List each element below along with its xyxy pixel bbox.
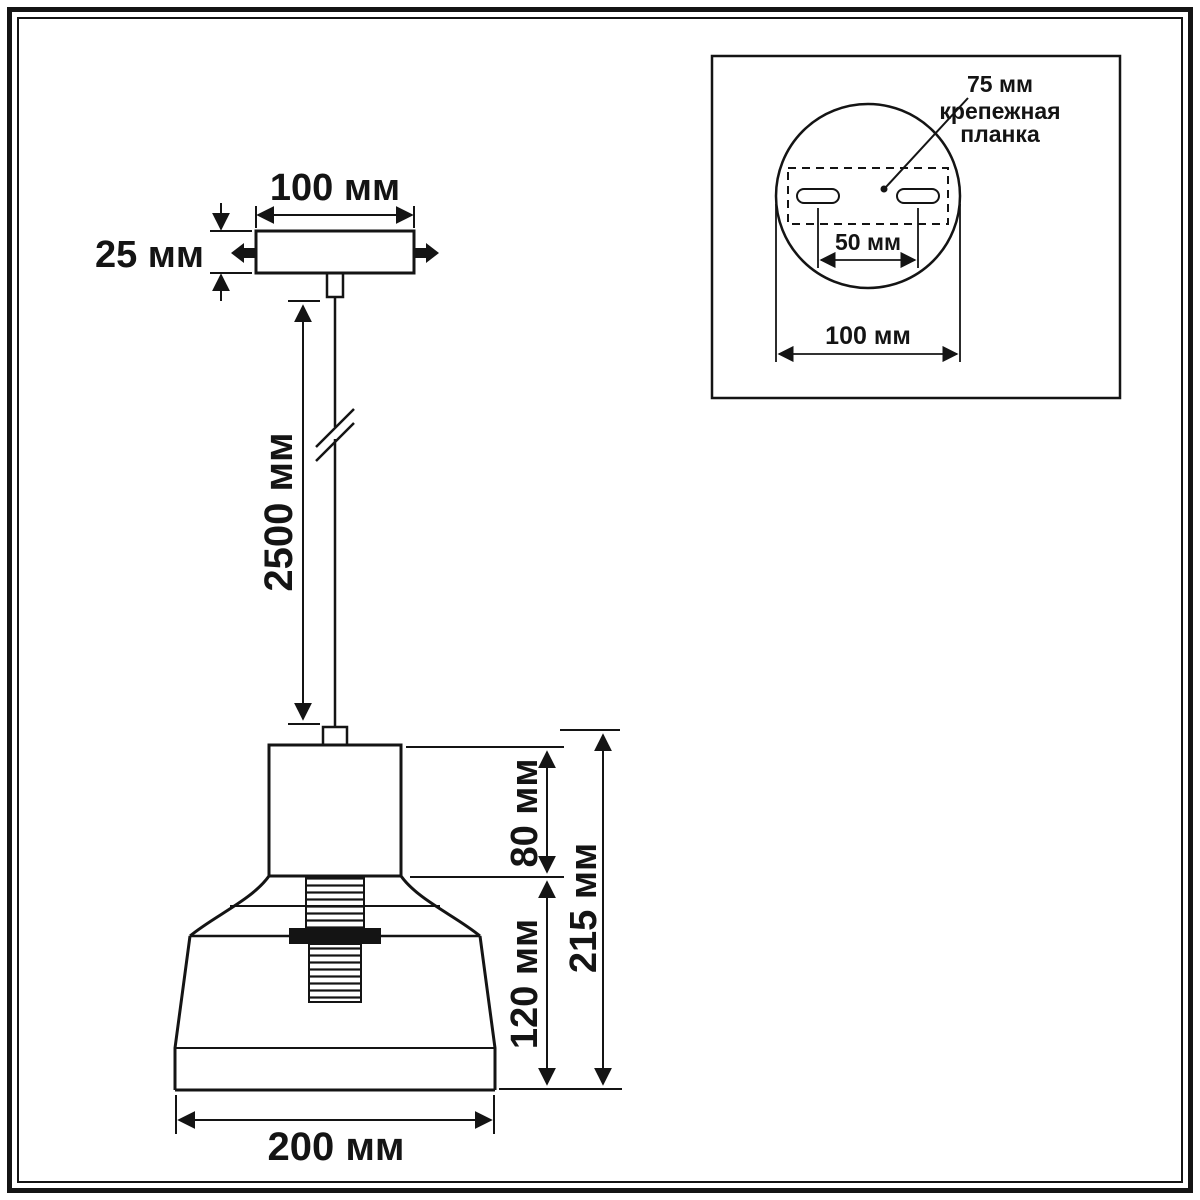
inset-box <box>710 54 1122 400</box>
cord-grip <box>325 271 345 299</box>
mounting-plate-inset: 75 мм крепежная планка 50 мм 100 мм <box>710 54 1122 400</box>
socket-lower <box>308 943 362 1003</box>
mount-slot-left <box>796 188 840 204</box>
cable-length-label: 2500 мм <box>257 432 301 591</box>
socket-upper <box>305 877 365 929</box>
socket-ring <box>289 928 381 944</box>
shade-width-label: 200 мм <box>267 1125 404 1169</box>
ceiling-canopy <box>254 229 416 275</box>
plate-leader-line <box>885 97 969 188</box>
plate-name-line1: крепежная <box>939 98 1060 124</box>
canopy-bolt-left <box>231 243 256 263</box>
pendant-lamp-side-view <box>173 229 497 1092</box>
canopy-height-label: 25 мм <box>95 234 204 276</box>
shade-height-label: 120 мм <box>504 919 546 1049</box>
lamp-nipple <box>321 725 349 747</box>
mount-slot-right <box>896 188 940 204</box>
canopy-bolt-right <box>414 243 439 263</box>
plate-center-dot <box>880 185 888 193</box>
lamp-body-cylinder <box>267 743 403 878</box>
shade-flare-right <box>399 875 481 938</box>
shade-flare-left <box>189 875 271 938</box>
shade-side-right <box>478 935 497 1090</box>
canopy-width-label: 100 мм <box>270 167 400 209</box>
ceiling-cup-circle <box>774 102 962 290</box>
plate-name-line2: планка <box>960 121 1040 147</box>
shade-side-left <box>173 935 192 1090</box>
mounting-plate-dashed <box>787 167 949 225</box>
total-height-label: 215 мм <box>563 843 605 973</box>
dimensions-main: 100 мм 25 мм 2500 мм 80 мм 120 мм <box>95 167 622 1169</box>
hole-spacing-label: 50 мм <box>835 229 901 255</box>
plate-length-label: 75 мм <box>967 71 1033 97</box>
body-height-label: 80 мм <box>504 758 546 867</box>
cable-break-mark <box>315 408 355 462</box>
base-diameter-label: 100 мм <box>825 322 911 350</box>
